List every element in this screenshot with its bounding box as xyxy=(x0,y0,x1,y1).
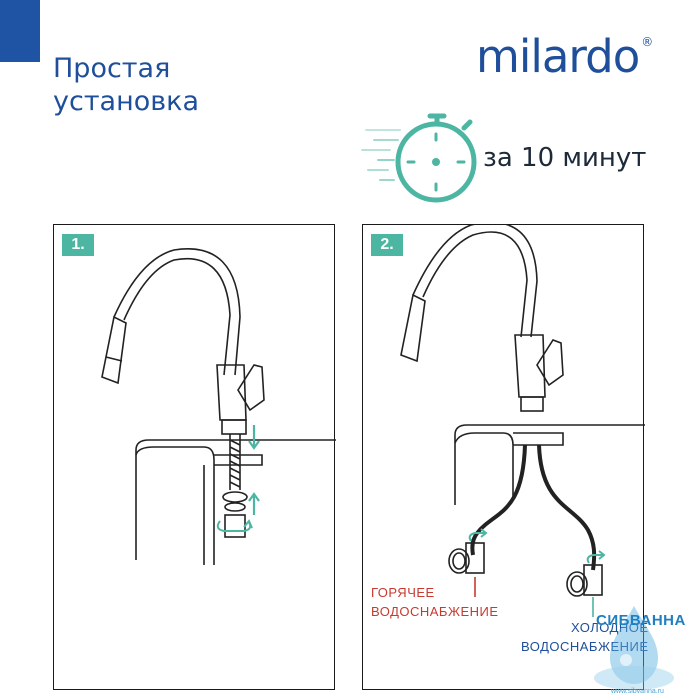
arrow-down-icon xyxy=(248,425,260,450)
title-line-1: Простая xyxy=(53,53,171,84)
stopwatch-icon xyxy=(361,113,477,203)
brand-name: milardo xyxy=(476,30,640,83)
brand-logo: milardo® xyxy=(476,30,653,83)
cold-water-label: ХОЛОДНОЕ ВОДОСНАБЖЕНИЕ xyxy=(521,618,649,656)
cold-valve-rotate-icon xyxy=(586,550,606,564)
page-title: Простая установка xyxy=(53,52,199,118)
hot-water-label: ГОРЯЧЕЕ ВОДОСНАБЖЕНИЕ xyxy=(371,583,499,621)
brand-registered-mark: ® xyxy=(641,35,653,49)
hot-label-line-2: ВОДОСНАБЖЕНИЕ xyxy=(371,604,499,619)
step-1-panel: 1. xyxy=(53,224,336,690)
hot-label-line-1: ГОРЯЧЕЕ xyxy=(371,585,435,600)
step-1-badge: 1. xyxy=(62,234,94,256)
title-line-2: установка xyxy=(53,86,200,117)
hot-valve-rotate-icon xyxy=(468,528,488,542)
rotate-icon xyxy=(216,519,253,532)
step-2-badge: 2. xyxy=(371,234,403,256)
corner-accent-bar xyxy=(0,0,40,62)
watermark-url: www.sibvanna.ru xyxy=(611,688,664,695)
watermark-text: СИБВАННА xyxy=(596,612,686,629)
arrow-up-icon xyxy=(248,492,260,515)
cold-label-line-1: ХОЛОДНОЕ xyxy=(571,620,649,635)
cold-label-line-2: ВОДОСНАБЖЕНИЕ xyxy=(521,639,649,654)
install-duration: за 10 минут xyxy=(483,143,647,173)
step-2-panel: 2. xyxy=(362,224,648,690)
faucet-illustration-step-2 xyxy=(400,225,645,617)
faucet-illustration-step-1 xyxy=(101,248,336,565)
watermark-logo xyxy=(594,606,674,690)
